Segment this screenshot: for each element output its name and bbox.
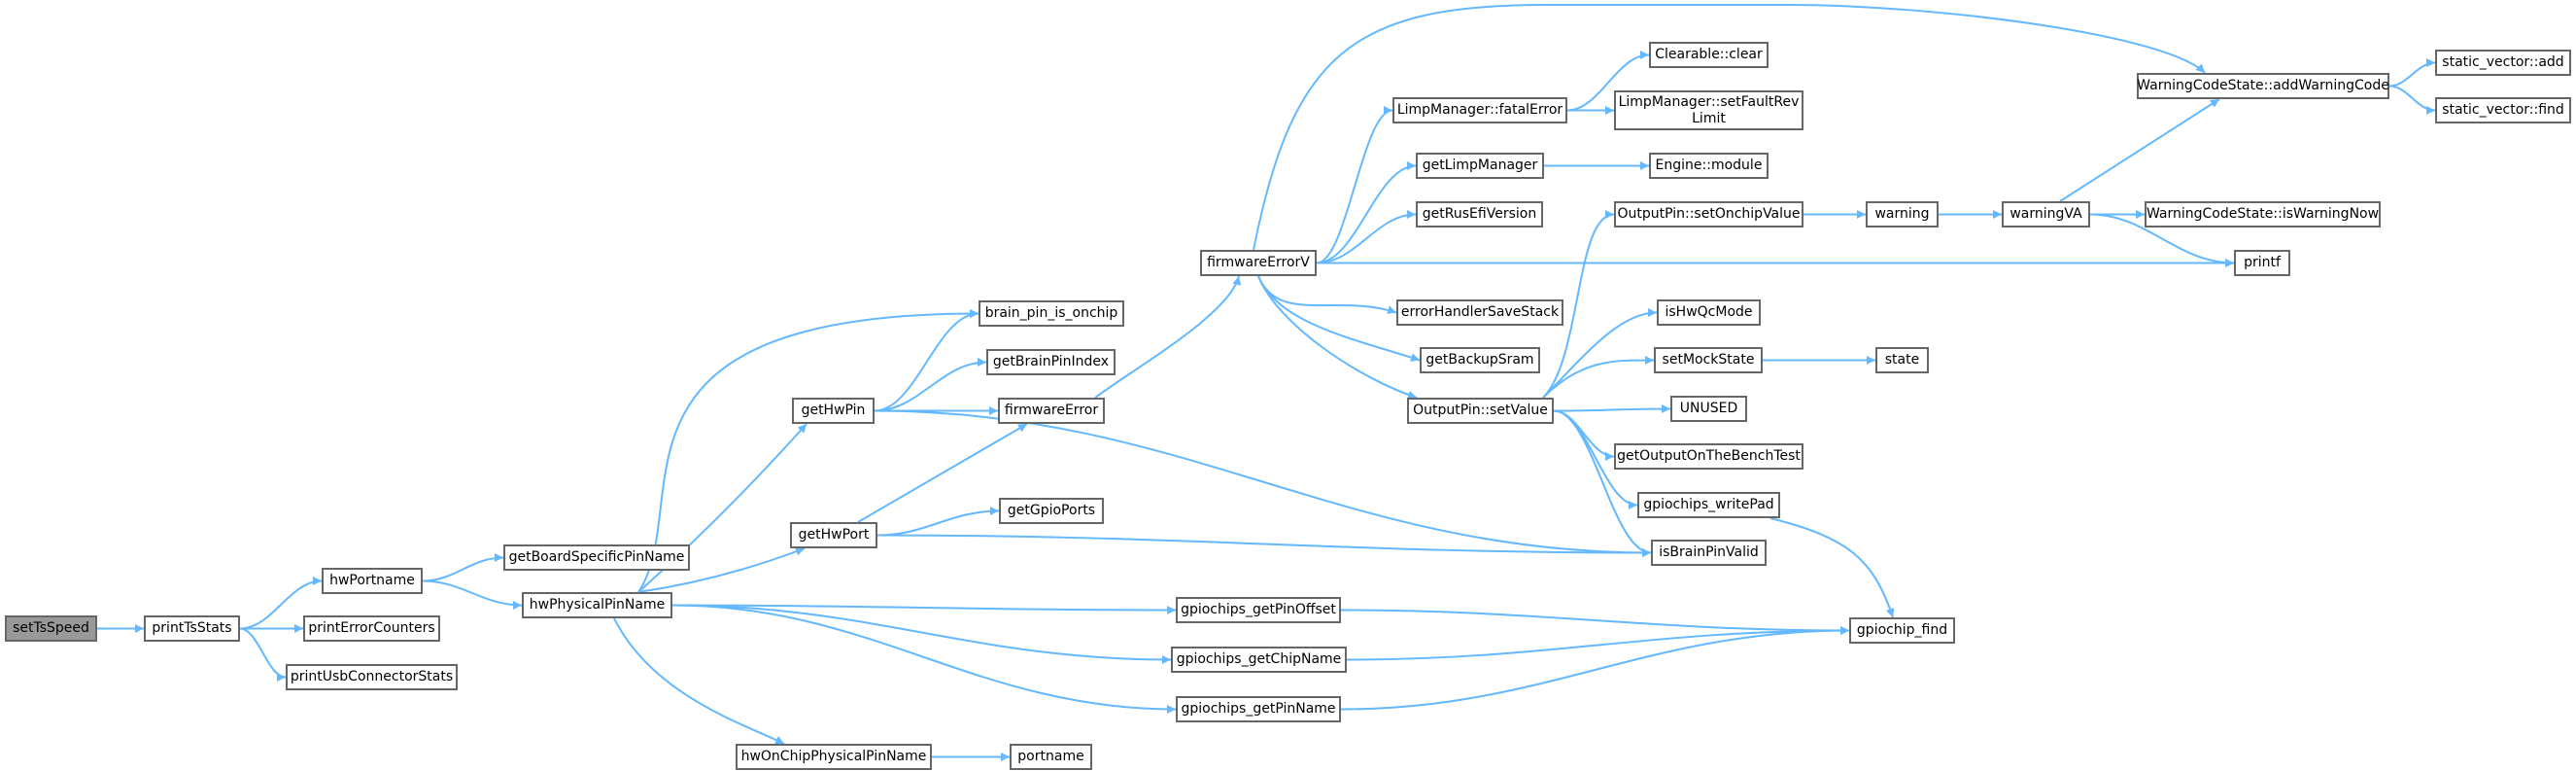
edge-gethwpin-to-brain-pin-is-onchip <box>874 309 979 412</box>
node-firmwareerror[interactable]: firmwareError <box>998 398 1105 424</box>
edge-gethwport-to-getgpioports <box>876 507 1000 537</box>
edge-setvalue-to-ishwqcmode <box>1542 308 1658 399</box>
node-hwportname[interactable]: hwPortname <box>322 568 423 594</box>
node-setvalue[interactable]: OutputPin::setValue <box>1407 398 1554 424</box>
node-getbrainpinindex[interactable]: getBrainPinIndex <box>986 349 1116 375</box>
edge-firmwareerrorv-to-getrusefiversion <box>1316 210 1417 264</box>
edge-firmwareerrorv-to-getbackupsram <box>1257 275 1421 362</box>
node-hwphysicalpinname[interactable]: hwPhysicalPinName <box>522 592 672 618</box>
node-fatalerror[interactable]: LimpManager::fatalError <box>1392 97 1567 123</box>
node-enginemodule[interactable]: Engine::module <box>1649 153 1769 179</box>
node-gpiochips-writepad[interactable]: gpiochips_writePad <box>1637 492 1780 518</box>
edge-gpiochips-getpinname-to-gpiochip-find <box>1340 626 1850 711</box>
node-warning[interactable]: warning <box>1866 201 1939 228</box>
node-unused[interactable]: UNUSED <box>1670 396 1747 422</box>
node-printusbconnectorstats[interactable]: printUsbConnectorStats <box>286 664 458 690</box>
edge-warningva-to-addwarningcode <box>2059 98 2220 202</box>
edge-firmwareerrorv-to-fatalerror <box>1316 106 1393 264</box>
node-ishwqcmode[interactable]: isHwQcMode <box>1657 299 1761 326</box>
edge-firmwareerrorv-to-addwarningcode <box>1253 4 2206 251</box>
edge-fatalerror-to-clear <box>1566 51 1650 112</box>
node-getgpioports[interactable]: getGpioPorts <box>999 498 1104 524</box>
node-warningva[interactable]: warningVA <box>2002 201 2090 228</box>
node-state[interactable]: state <box>1875 347 1929 373</box>
edge-hwphysicalpinname-to-hwonchipphysicalpinname <box>613 617 785 745</box>
edge-setvalue-to-unused <box>1553 404 1671 414</box>
node-getboardspecificpinname[interactable]: getBoardSpecificPinName <box>503 544 690 571</box>
edge-hwportname-to-hwphysicalpinname <box>422 579 523 610</box>
edge-gpiochips-writepad-to-gpiochip-find <box>1769 517 1895 618</box>
node-getbackupsram[interactable]: getBackupSram <box>1420 347 1540 373</box>
edge-hwphysicalpinname-to-gpiochips-getchipname <box>671 604 1172 664</box>
edge-printtsstats-to-printusbconnectorstats <box>239 627 287 682</box>
node-setmockstate[interactable]: setMockState <box>1654 347 1763 373</box>
edge-setvalue-to-setmockstate <box>1542 355 1655 399</box>
edge-firmwareerrorv-to-errorhandlersavestack <box>1257 275 1397 314</box>
node-addwarningcode[interactable]: WarningCodeState::addWarningCode <box>2137 73 2389 99</box>
node-gpiochip-find[interactable]: gpiochip_find <box>1849 617 1955 644</box>
node-gpiochips-getchipname[interactable]: gpiochips_getChipName <box>1171 647 1347 673</box>
edge-hwphysicalpinname-to-gethwpin <box>637 423 807 593</box>
edge-firmwareerror-to-firmwareerrorv <box>1094 275 1242 399</box>
node-portname[interactable]: portname <box>1010 744 1092 770</box>
node-isbrainpinvalid[interactable]: isBrainPinValid <box>1651 540 1767 566</box>
edge-setvalue-to-setonchipvalue <box>1542 210 1615 399</box>
edge-firmwareerrorv-to-setvalue <box>1257 275 1418 400</box>
node-hwonchipphysicalpinname[interactable]: hwOnChipPhysicalPinName <box>736 744 932 770</box>
edge-gpiochips-getpinoffset-to-gpiochip-find <box>1340 609 1850 635</box>
edge-gethwpin-to-getbrainpinindex <box>874 358 987 412</box>
node-gpiochips-getpinname[interactable]: gpiochips_getPinName <box>1176 696 1341 722</box>
edge-hwphysicalpinname-to-gpiochips-getpinoffset <box>671 604 1177 614</box>
edge-gethwport-to-isbrainpinvalid <box>876 534 1652 557</box>
edge-addwarningcode-to-svfind <box>2388 85 2436 115</box>
node-svadd[interactable]: static_vector::add <box>2435 50 2571 76</box>
edge-hwportname-to-getboardspecificpinname <box>422 553 504 582</box>
edge-warningva-to-printf <box>2089 213 2235 267</box>
node-getlimpmanager[interactable]: getLimpManager <box>1416 153 1544 179</box>
node-errorhandlersavestack[interactable]: errorHandlerSaveStack <box>1396 299 1563 326</box>
edge-setvalue-to-isbrainpinvalid <box>1553 409 1652 557</box>
node-getrusefiversion[interactable]: getRusEfiVersion <box>1416 201 1543 228</box>
node-clear[interactable]: Clearable::clear <box>1649 42 1769 68</box>
node-printerrorcounters[interactable]: printErrorCounters <box>303 615 440 642</box>
edge-hwphysicalpinname-to-gethwport <box>637 546 806 593</box>
edge-gethwpin-to-isbrainpinvalid <box>874 409 1652 557</box>
node-settsspeed[interactable]: setTsSpeed <box>5 615 97 642</box>
edge-firmwareerrorv-to-getlimpmanager <box>1316 161 1417 264</box>
edge-hwphysicalpinname-to-gpiochips-getpinname <box>671 604 1177 714</box>
node-firmwareerrorv[interactable]: firmwareErrorV <box>1200 250 1317 276</box>
node-setonchipvalue[interactable]: OutputPin::setOnchipValue <box>1614 201 1803 228</box>
node-setfaultrevlimit[interactable]: LimpManager::setFaultRev Limit <box>1614 90 1803 130</box>
node-printtsstats[interactable]: printTsStats <box>144 615 240 642</box>
node-getoutputonthebenchtest[interactable]: getOutputOnTheBenchTest <box>1614 443 1803 470</box>
node-gpiochips-getpinoffset[interactable]: gpiochips_getPinOffset <box>1176 597 1341 623</box>
edge-setvalue-to-getoutputonthebenchtest <box>1553 409 1615 461</box>
node-brain-pin-is-onchip[interactable]: brain_pin_is_onchip <box>979 300 1124 327</box>
edge-gpiochips-getchipname-to-gpiochip-find <box>1346 626 1850 661</box>
edge-printtsstats-to-hwportname <box>239 577 323 630</box>
edge-addwarningcode-to-svadd <box>2388 58 2436 88</box>
edge-gethwport-to-firmwareerror <box>857 423 1028 523</box>
node-gethwport[interactable]: getHwPort <box>790 522 877 548</box>
node-gethwpin[interactable]: getHwPin <box>792 398 875 424</box>
node-svfind[interactable]: static_vector::find <box>2435 97 2571 123</box>
node-printf[interactable]: printf <box>2234 250 2290 276</box>
node-iswarningnow[interactable]: WarningCodeState::isWarningNow <box>2145 201 2381 228</box>
